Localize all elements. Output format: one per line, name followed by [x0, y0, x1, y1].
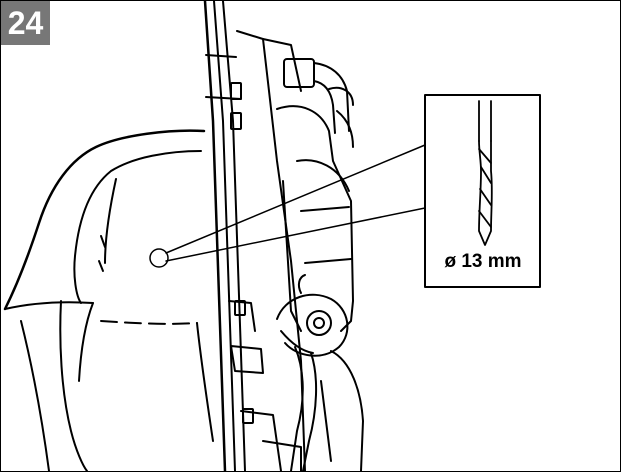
drill-size-label: ø 13 mm: [444, 251, 522, 272]
hole-marker-icon: [149, 248, 169, 268]
housing-plates: [203, 1, 306, 471]
engine-body: [276, 105, 364, 471]
drill-bit-icon: [478, 100, 493, 246]
engine-shroud: [3, 129, 214, 471]
step-number-badge: 24: [1, 1, 50, 45]
pipe-fitting: [283, 58, 354, 134]
fuel-cap-icon: [276, 274, 349, 471]
callout-pointer: [165, 144, 426, 262]
bolt-heads: [230, 82, 254, 424]
drill-callout-box: [424, 94, 541, 288]
